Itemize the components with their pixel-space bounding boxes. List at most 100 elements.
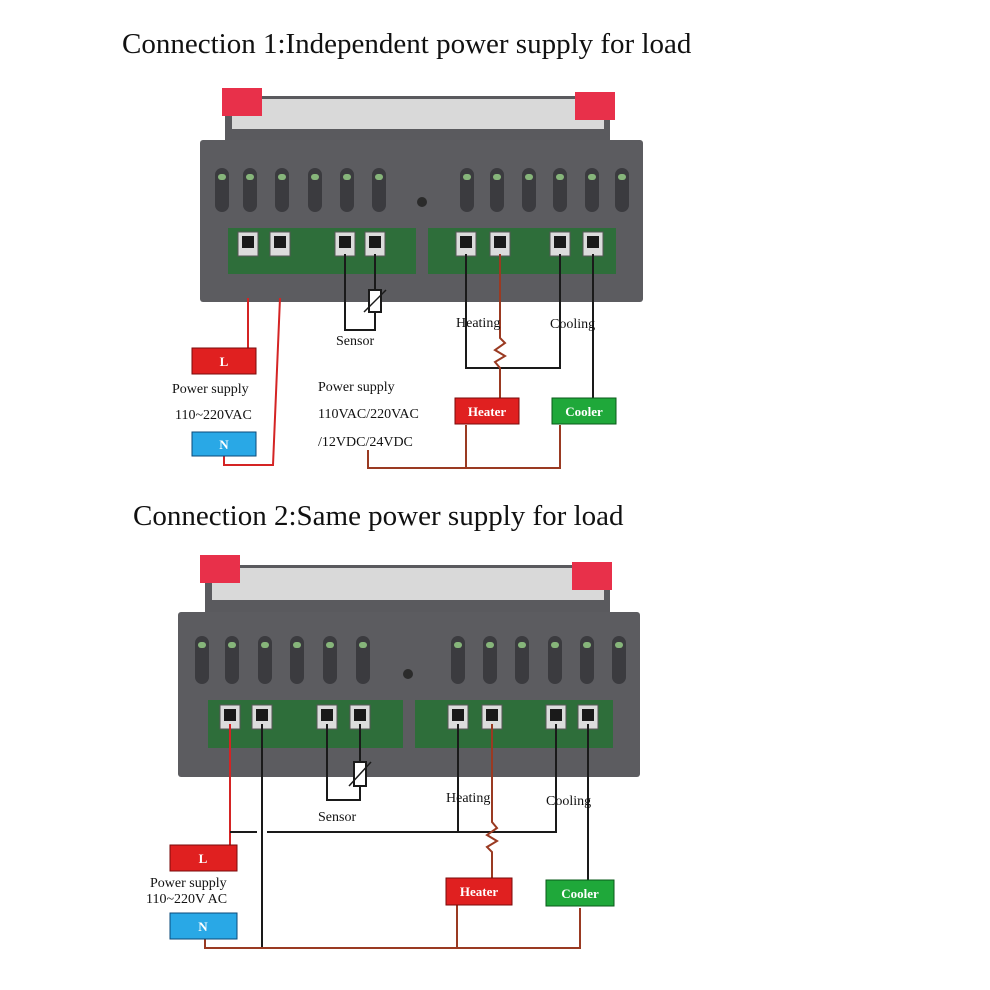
terminal-screw <box>554 236 566 248</box>
vent-glow <box>525 174 533 180</box>
cooler-box: Cooler <box>545 879 615 907</box>
vent-slot <box>243 168 257 212</box>
connection-1-diagram: Connection 1:Independent power supply fo… <box>122 28 692 469</box>
vent-glow <box>556 174 564 180</box>
vent-slot <box>308 168 322 212</box>
terminal-screw <box>369 236 381 248</box>
sensor-symbol <box>363 289 387 313</box>
vent-glow <box>615 642 623 648</box>
vent-slot <box>372 168 386 212</box>
vent-glow <box>228 642 236 648</box>
l-box-label: L <box>199 851 208 866</box>
cooler-box-label: Cooler <box>565 404 603 419</box>
right-clip <box>572 562 612 590</box>
vent-glow <box>493 174 501 180</box>
heater-box-label: Heater <box>468 404 506 419</box>
connection-2-title: Connection 2:Same power supply for load <box>133 500 624 532</box>
housing-body <box>200 140 643 302</box>
vent-slot <box>580 636 594 684</box>
vent-glow <box>326 642 334 648</box>
terminal-screw <box>486 709 498 721</box>
vent-slot <box>451 636 465 684</box>
terminal-screw <box>339 236 351 248</box>
vent-glow <box>246 174 254 180</box>
heater-box: Heater <box>454 397 520 425</box>
vent-slot <box>258 636 272 684</box>
display-screen <box>212 568 604 600</box>
vent-glow <box>518 642 526 648</box>
connection-2-diagram: Connection 2:Same power supply for load <box>133 500 640 949</box>
n-box: N <box>169 912 238 940</box>
vent-glow <box>463 174 471 180</box>
heating-label: Heating <box>456 316 500 331</box>
terminal-screw <box>354 709 366 721</box>
vent-slot <box>275 168 289 212</box>
vent-slot <box>195 636 209 684</box>
terminal-screw <box>224 709 236 721</box>
terminal-screw <box>582 709 594 721</box>
vent-slot <box>215 168 229 212</box>
vent-glow <box>198 642 206 648</box>
terminal-screw <box>256 709 268 721</box>
load-power-label-2: 110VAC/220VAC <box>318 407 419 422</box>
vent-glow <box>218 174 226 180</box>
vent-slot <box>323 636 337 684</box>
housing-body <box>178 612 640 777</box>
n-wire <box>223 297 281 466</box>
vent-glow <box>278 174 286 180</box>
vent-glow <box>293 642 301 648</box>
center-screw <box>417 197 427 207</box>
sensor-label: Sensor <box>336 334 374 349</box>
n-box: N <box>191 431 257 457</box>
sensor-symbol <box>348 761 372 787</box>
terminal-screw <box>452 709 464 721</box>
terminal-screw <box>274 236 286 248</box>
n-box-label: N <box>219 437 229 452</box>
power-voltage-label: 110~220V AC <box>146 892 227 907</box>
vent-slot <box>483 636 497 684</box>
vent-glow <box>454 642 462 648</box>
power-supply-label: Power supply <box>172 382 249 397</box>
controller-unit <box>200 88 643 302</box>
power-supply-label: Power supply <box>150 876 227 891</box>
vents <box>215 168 629 212</box>
cooling-label: Cooling <box>546 794 591 809</box>
vent-glow <box>583 642 591 648</box>
vent-slot <box>515 636 529 684</box>
vent-glow <box>359 642 367 648</box>
return-wire <box>204 908 581 949</box>
terminal-screw <box>242 236 254 248</box>
heating-load-wire <box>493 254 507 398</box>
vent-slot <box>490 168 504 212</box>
vent-glow <box>311 174 319 180</box>
vent-glow <box>261 642 269 648</box>
vent-slot <box>612 636 626 684</box>
heater-box-label: Heater <box>460 884 498 899</box>
vent-glow <box>551 642 559 648</box>
heating-load-wire <box>485 724 499 878</box>
load-supply-wire <box>367 425 561 469</box>
vent-slot <box>225 636 239 684</box>
connection-1-title: Connection 1:Independent power supply fo… <box>122 28 692 60</box>
terminal-screw <box>587 236 599 248</box>
vents <box>195 636 626 684</box>
load-power-label-1: Power supply <box>318 380 395 395</box>
vent-glow <box>343 174 351 180</box>
terminal-screw <box>550 709 562 721</box>
heating-label: Heating <box>446 791 490 806</box>
vent-slot <box>460 168 474 212</box>
vent-glow <box>588 174 596 180</box>
common-supply-wire <box>230 724 557 833</box>
vent-slot <box>340 168 354 212</box>
controller-unit <box>178 555 640 777</box>
left-clip <box>200 555 240 583</box>
terminal-screw <box>321 709 333 721</box>
center-screw <box>403 669 413 679</box>
vent-slot <box>585 168 599 212</box>
terminal-screw <box>460 236 472 248</box>
vent-slot <box>356 636 370 684</box>
vent-slot <box>548 636 562 684</box>
terminals <box>237 231 604 257</box>
vent-glow <box>486 642 494 648</box>
